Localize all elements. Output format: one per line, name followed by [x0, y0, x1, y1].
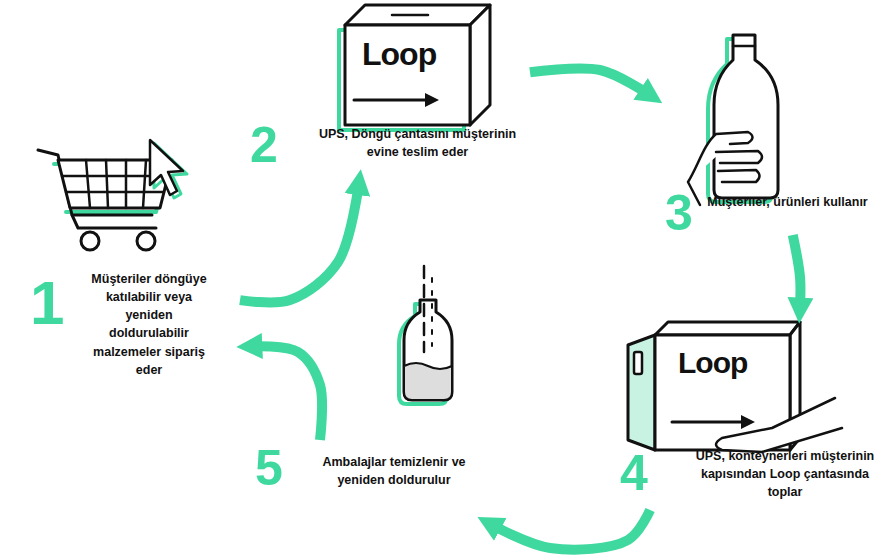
pour-stream: [423, 266, 426, 352]
cart-wheel: [137, 232, 155, 250]
step-description: Ambalajlar temizlenir ve yeniden dolduru…: [310, 453, 478, 489]
step-number: 5: [255, 443, 283, 493]
loop-box: [339, 5, 490, 130]
bottle-outline: [404, 300, 452, 400]
box-front: [345, 25, 470, 125]
box-arrow-line: [354, 99, 428, 102]
tote-arrow-tip: [741, 415, 755, 429]
box-side: [470, 5, 490, 125]
hand-fingers: [688, 132, 762, 205]
step-number: 2: [250, 120, 278, 170]
box-flap: [392, 14, 428, 17]
step-number: 1: [30, 272, 64, 334]
cart-icon: [38, 140, 187, 250]
box-top: [345, 5, 490, 25]
step-description: UPS, konteynerleri müşterinin kapısından…: [687, 447, 883, 501]
brand-logo: Loop: [362, 38, 436, 70]
tote-panel: [628, 335, 655, 450]
cycle-arrow: [252, 346, 322, 440]
tote-top: [655, 322, 800, 335]
cycle-arrow: [491, 510, 650, 550]
step-description: Müşteriler, ürünleri kullanır: [690, 193, 885, 211]
cart-base: [72, 215, 156, 228]
reaching-hand: [716, 398, 842, 452]
loop-tote: [628, 322, 842, 452]
pour-stream: [431, 278, 433, 346]
tote-arrow-line: [672, 421, 744, 424]
process-step: 1 Müşteriler döngüye katılabilir veya yen…: [22, 120, 240, 395]
process-step: 2 UPS, Döngü çantasını müşterinin evine t…: [245, 5, 530, 173]
brand-logo: Loop: [678, 348, 747, 378]
process-step: 4 UPS, konteynerleri müşterinin kapısında…: [615, 320, 885, 510]
step-number: 4: [620, 448, 648, 498]
cart-wheel: [81, 232, 99, 250]
cursor-arrow: [150, 140, 183, 195]
refill-bottle: [399, 266, 452, 404]
bottle-liquid: [404, 363, 452, 400]
step-description: Müşteriler döngüye katılabilir veya yeni…: [86, 270, 212, 379]
cycle-arrow: [793, 235, 801, 308]
box-arrow-tip: [425, 93, 439, 107]
process-step: 5Ambalajlar temizlenir ve yeniden doldur…: [300, 440, 480, 530]
tote-handle: [634, 352, 642, 374]
bottle-cap-line: [733, 45, 755, 48]
cycle-arrow: [530, 68, 649, 94]
step-description: UPS, Döngü çantasını müşterinin evine te…: [305, 125, 530, 161]
bottle-in-hand: [688, 35, 778, 205]
process-step: 3Müşteriler, ürünleri kullanır: [660, 25, 885, 235]
step-number: 3: [665, 188, 693, 238]
cycle-arrow: [240, 185, 359, 303]
